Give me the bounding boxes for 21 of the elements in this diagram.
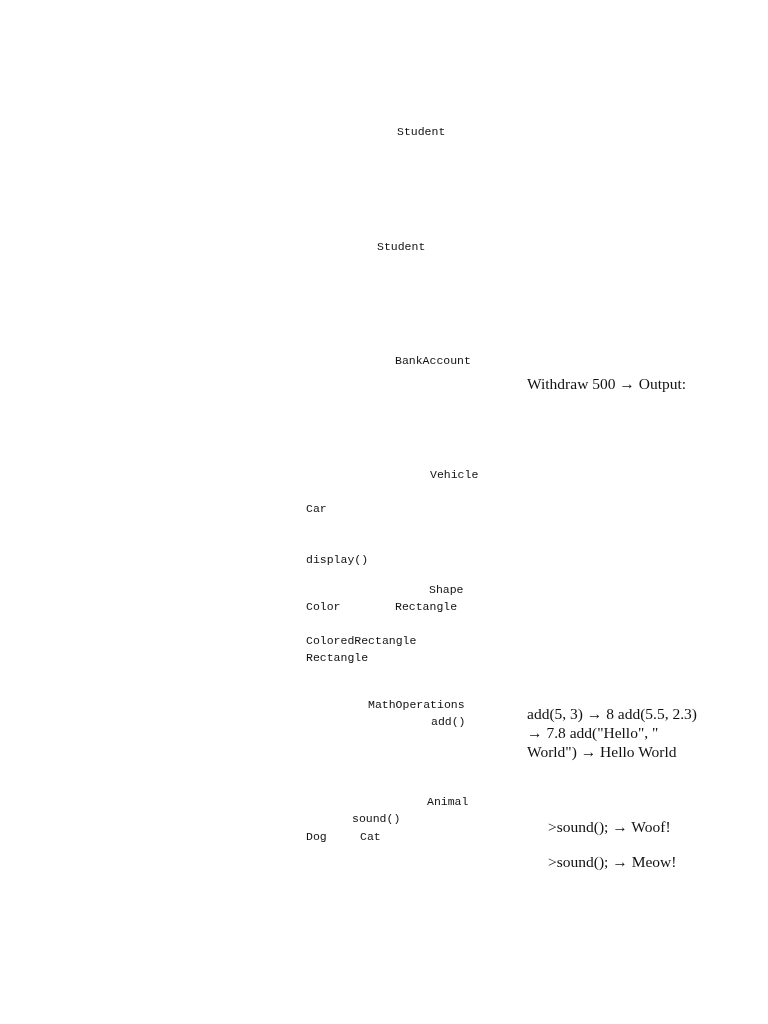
code-label: Shape (429, 583, 464, 597)
code-label: display() (306, 553, 369, 567)
output-text: add(5, 3) → 8 add(5.5, 2.3) → 7.8 add("Hello", " World") → Hello World (527, 704, 699, 761)
code-label: Rectangle (395, 600, 458, 614)
code-label: Student (377, 240, 426, 254)
code-label: Rectangle (306, 651, 369, 665)
code-label: add() (431, 715, 466, 729)
code-label: MathOperations (368, 698, 465, 712)
code-label: Student (397, 125, 446, 139)
code-label: Vehicle (430, 468, 479, 482)
code-label: BankAccount (395, 354, 471, 368)
code-label: Color (306, 600, 341, 614)
output-text: >sound(); → Woof! (548, 817, 671, 836)
code-label: Car (306, 502, 327, 516)
code-label: Animal (427, 795, 469, 809)
output-text: >sound(); → Meow! (548, 852, 677, 871)
code-label: ColoredRectangle (306, 634, 417, 648)
output-text: Withdraw 500 → Output: (527, 374, 687, 393)
code-label: Dog (306, 830, 327, 844)
code-label: Cat (360, 830, 381, 844)
code-label: sound() (352, 812, 401, 826)
